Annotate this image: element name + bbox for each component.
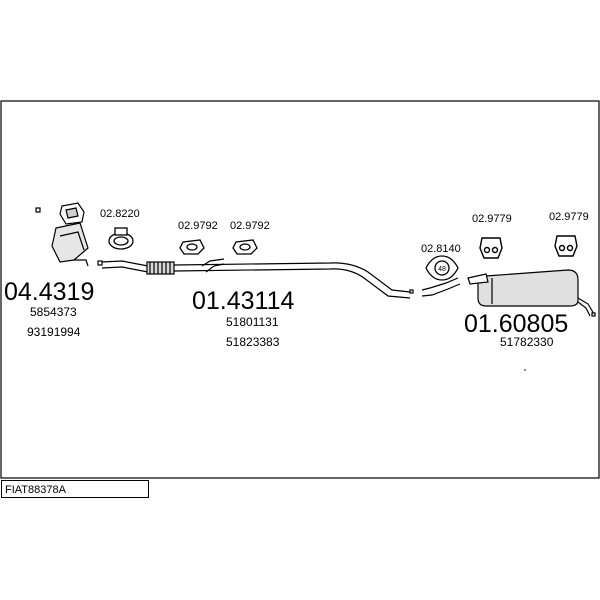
middle-pipe-ref-2: 51823383 xyxy=(226,335,280,349)
clamp-part-number: 02.8220 xyxy=(100,208,140,220)
rubber-hanger-b-part-number: 02.9779 xyxy=(549,211,589,223)
dot-mark xyxy=(524,369,526,371)
diagram-code: FIAT88378A xyxy=(5,484,66,496)
catalyst-ref-1: 5854373 xyxy=(30,305,77,319)
catalyst-part-number: 04.4319 xyxy=(4,278,95,306)
rubber-hanger-a-part-number: 02.9779 xyxy=(472,213,512,225)
rear-silencer-ref-1: 51782330 xyxy=(500,335,554,349)
clamp-drawing xyxy=(108,227,134,250)
middle-pipe-ref-1: 51801131 xyxy=(226,315,279,329)
bracket-b-drawing xyxy=(232,239,258,255)
rear-silencer-drawing xyxy=(467,269,596,317)
gasket-drawing: 48 xyxy=(425,255,459,281)
rubber-hanger-b-drawing xyxy=(554,235,578,257)
bracket-a-drawing xyxy=(179,239,205,255)
rear-silencer-part-number: 01.60805 xyxy=(464,310,569,338)
diagram-code-box: FIAT88378A xyxy=(1,480,149,498)
gasket-label: 48 xyxy=(438,266,446,273)
catalyst-ref-2: 93191994 xyxy=(27,325,81,339)
diagram-border xyxy=(0,100,600,479)
middle-pipe-drawing xyxy=(101,258,461,299)
bracket-a-part-number: 02.9792 xyxy=(178,220,218,232)
gasket-part-number: 02.8140 xyxy=(421,243,461,255)
rubber-hanger-a-drawing xyxy=(479,237,503,259)
bracket-b-part-number: 02.9792 xyxy=(230,220,270,232)
middle-pipe-part-number: 01.43114 xyxy=(192,287,295,315)
catalytic-converter-drawing xyxy=(35,202,103,267)
